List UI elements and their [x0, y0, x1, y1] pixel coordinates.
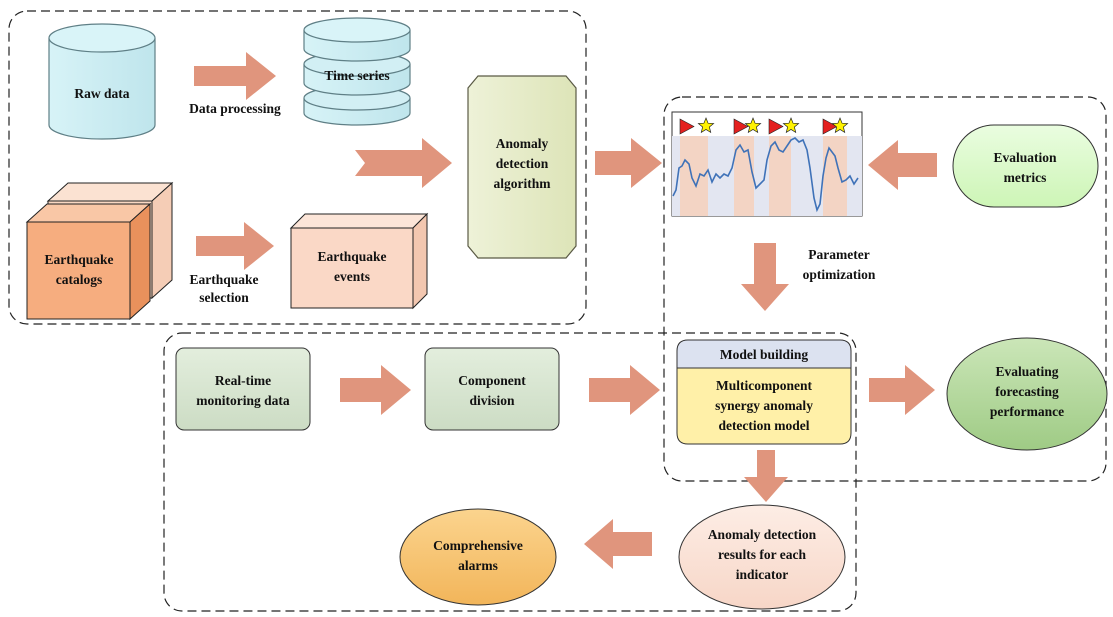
- anomaly-results-line2: results for each: [718, 547, 806, 562]
- anomaly-plot: [671, 111, 863, 217]
- anomaly-algorithm-line3: algorithm: [494, 176, 552, 191]
- anomaly-algorithm-line2: detection: [496, 156, 549, 171]
- earthquake-flag: [768, 118, 784, 135]
- arrow-raw-to-series: [194, 52, 276, 100]
- model-line2: synergy anomaly: [715, 398, 813, 413]
- anomaly-results-line3: indicator: [736, 567, 789, 582]
- data-preparation-group: [8, 10, 587, 325]
- model-line1: Multicomponent: [716, 378, 813, 393]
- earthquake-events-line2: events: [334, 269, 370, 284]
- arrow-into-algorithm: [355, 138, 452, 188]
- evaluation-metrics-line1: Evaluation: [993, 150, 1057, 165]
- evaluating-performance-line1: Evaluating: [995, 364, 1058, 379]
- evaluating-performance-line3: performance: [990, 404, 1064, 419]
- raw-data-label: Raw data: [74, 86, 129, 101]
- arrow-component-to-model: [589, 365, 660, 415]
- anomaly-star: [831, 117, 849, 134]
- time-series-label: Time series: [324, 68, 389, 83]
- arrow-catalogs-to-events: [196, 222, 274, 270]
- model-line3: detection model: [718, 418, 809, 433]
- earthquake-flag: [822, 118, 838, 135]
- earthquake-selection-line2: selection: [199, 290, 249, 305]
- arrow-metrics-to-plot: [868, 140, 937, 190]
- data-processing-label: Data processing: [189, 101, 281, 116]
- anomaly-algorithm-line1: Anomaly: [496, 136, 549, 151]
- component-division-node: Component division: [424, 347, 560, 431]
- plot-band: [769, 136, 791, 216]
- earthquake-flag: [679, 118, 695, 135]
- anomaly-results-line1: Anomaly detection: [708, 527, 817, 542]
- evaluating-performance-node: Evaluating forecasting performance: [946, 337, 1108, 451]
- plot-band: [754, 136, 769, 216]
- earthquake-events-line1: Earthquake: [317, 249, 386, 264]
- realtime-data-line2: monitoring data: [196, 393, 290, 408]
- comprehensive-alarms-node: Comprehensive alarms: [399, 508, 557, 606]
- arrow-algorithm-to-plot: [595, 138, 662, 188]
- earthquake-catalogs-node: Earthquake catalogs: [25, 181, 174, 321]
- anomaly-star: [782, 117, 800, 134]
- parameter-optimization-line1: Parameter: [808, 247, 869, 262]
- comprehensive-alarms-line2: alarms: [458, 558, 498, 573]
- component-division-line2: division: [469, 393, 515, 408]
- model-node: Model building Multicomponent synergy an…: [676, 339, 852, 445]
- raw-data-node: Raw data: [48, 23, 156, 140]
- evaluation-group: [663, 96, 1107, 482]
- arrow-model-to-performance: [869, 365, 935, 415]
- parameter-optimization-line2: optimization: [803, 267, 876, 282]
- comprehensive-alarms-line1: Comprehensive: [433, 538, 523, 553]
- evaluation-metrics-node: Evaluation metrics: [952, 124, 1099, 208]
- anomaly-results-node: Anomaly detection results for each indic…: [678, 504, 846, 610]
- earthquake-catalogs-line2: catalogs: [56, 272, 103, 287]
- anomaly-algorithm-node: Anomaly detection algorithm: [467, 75, 577, 259]
- arrow-plot-to-model: [741, 243, 789, 311]
- realtime-data-line1: Real-time: [215, 373, 271, 388]
- evaluation-metrics-line2: metrics: [1004, 170, 1047, 185]
- realtime-data-node: Real-time monitoring data: [175, 347, 311, 431]
- earthquake-events-node: Earthquake events: [289, 212, 429, 310]
- anomaly-star: [697, 117, 715, 134]
- component-division-line1: Component: [458, 373, 526, 388]
- application-group: [163, 332, 857, 612]
- earthquake-selection-line1: Earthquake: [189, 272, 258, 287]
- arrow-results-to-alarms: [584, 519, 652, 569]
- arrow-realtime-to-component: [340, 365, 411, 415]
- earthquake-flag: [733, 118, 749, 135]
- evaluating-performance-line2: forecasting: [995, 384, 1059, 399]
- arrow-model-to-results: [744, 450, 788, 502]
- earthquake-catalogs-line1: Earthquake: [44, 252, 113, 267]
- anomaly-star: [744, 117, 762, 134]
- model-building-header: Model building: [720, 347, 808, 362]
- plot-band: [847, 136, 862, 216]
- plot-line: [672, 137, 859, 213]
- plot-band: [823, 136, 847, 216]
- time-series-node: Time series: [303, 17, 411, 126]
